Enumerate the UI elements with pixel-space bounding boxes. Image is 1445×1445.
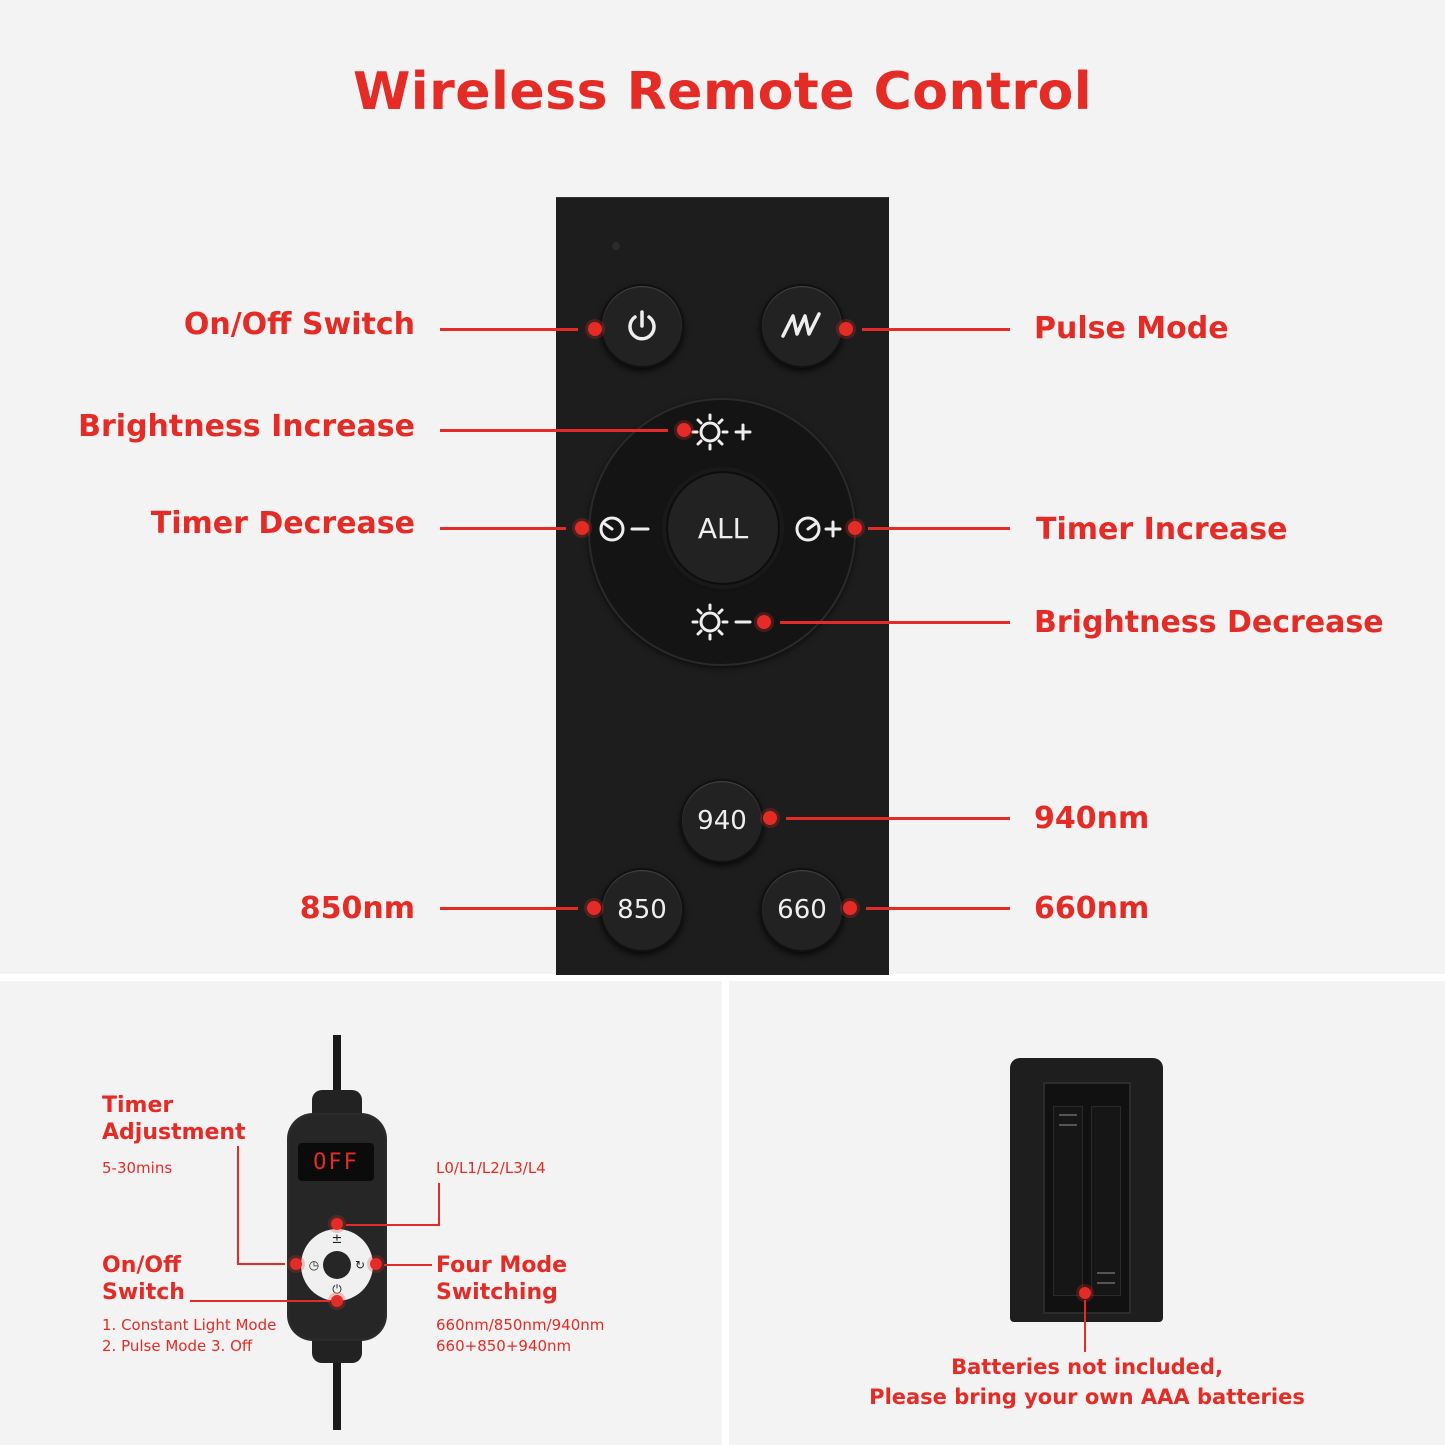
sun-minus-icon (691, 603, 752, 641)
dot-power-button (331, 1295, 343, 1307)
battery-note-2: Please bring your own AAA batteries (869, 1385, 1305, 1409)
dot-850nm (587, 901, 601, 915)
controller-level-button[interactable]: ± (331, 1232, 343, 1247)
power-button[interactable] (600, 284, 684, 368)
battery-slot-right (1091, 1106, 1121, 1296)
dot-brightness-decrease (757, 615, 771, 629)
leader-timer-increase (868, 527, 1010, 530)
leader-brightness-increase (440, 429, 668, 432)
brightness-increase-button[interactable] (690, 410, 760, 454)
dot-940nm (763, 811, 777, 825)
dot-660nm (843, 901, 857, 915)
leader-mode-h (384, 1264, 432, 1266)
leader-brightness-decrease (780, 621, 1010, 624)
mode-desc-1: 660nm/850nm/940nm (436, 1316, 605, 1334)
button-660[interactable]: 660 (760, 868, 844, 952)
onoff-switch-title: On/Off Switch (102, 1253, 185, 1305)
levels-text: L0/L1/L2/L3/L4 (436, 1159, 546, 1177)
dot-timer-button (290, 1258, 302, 1270)
dot-level-button (331, 1218, 343, 1230)
label-pulse-mode: Pulse Mode (1034, 311, 1229, 346)
mode-desc-2: 660+850+940nm (436, 1337, 572, 1355)
onoff-desc-2: 2. Pulse Mode 3. Off (102, 1337, 253, 1355)
leader-levels-h (346, 1224, 440, 1226)
ir-sensor (612, 242, 620, 250)
dot-timer-decrease (575, 521, 589, 535)
button-940[interactable]: 940 (680, 779, 764, 863)
battery-bay (1043, 1082, 1131, 1314)
brightness-decrease-button[interactable] (690, 600, 760, 644)
label-brightness-increase: Brightness Increase (78, 409, 415, 444)
dot-on-off (588, 322, 602, 336)
onoff-desc-1: 1. Constant Light Mode (102, 1316, 277, 1334)
controller-cable-bottom (333, 1350, 341, 1430)
leader-timer-h (237, 1263, 285, 1265)
controller-display: OFF (298, 1143, 374, 1181)
dot-timer-increase (848, 521, 862, 535)
timer-range: 5-30mins (102, 1159, 173, 1177)
battery-spring-bottom (1097, 1272, 1115, 1284)
timer-decrease-button[interactable] (596, 510, 656, 548)
dot-battery (1079, 1287, 1091, 1299)
label-on-off-switch: On/Off Switch (183, 307, 415, 342)
label-850nm: 850nm (299, 891, 415, 926)
label-660nm: 660nm (1034, 891, 1150, 926)
timer-minus-icon (599, 516, 650, 542)
timer-adjustment-title: Timer Adjustment (102, 1093, 246, 1145)
display-readout: OFF (313, 1149, 359, 1175)
battery-spring-top (1059, 1114, 1077, 1126)
label-timer-decrease: Timer Decrease (150, 506, 415, 541)
dot-pulse-mode (839, 322, 853, 336)
leader-660nm (866, 907, 1010, 910)
controller-cable-top (333, 1035, 341, 1105)
leader-pulse-mode (862, 328, 1010, 331)
pulse-icon (781, 312, 821, 338)
dot-mode-button (370, 1258, 382, 1270)
four-mode-title: Four Mode Switching (436, 1253, 568, 1305)
label-timer-increase: Timer Increase (1036, 512, 1288, 547)
leader-timer-v (237, 1146, 239, 1264)
leader-levels-v (438, 1183, 440, 1225)
leader-850nm (440, 907, 578, 910)
leader-timer-decrease (440, 527, 566, 530)
battery-slot-left (1053, 1106, 1083, 1296)
leader-onoff-h (190, 1300, 330, 1302)
all-button[interactable]: ALL (666, 471, 780, 585)
controller-power-button[interactable]: ⏻ (332, 1282, 342, 1296)
page-title: Wireless Remote Control (352, 62, 1093, 122)
leader-940nm (786, 817, 1010, 820)
battery-compartment (1010, 1058, 1163, 1322)
timer-plus-icon (795, 516, 842, 542)
label-brightness-decrease: Brightness Decrease (1034, 605, 1384, 640)
controller-mode-button[interactable]: ↻ (354, 1258, 366, 1272)
label-940nm: 940nm (1034, 801, 1150, 836)
controller-timer-button[interactable]: ◷ (308, 1258, 320, 1272)
power-icon (628, 310, 656, 341)
button-850[interactable]: 850 (600, 868, 684, 952)
dot-brightness-increase (677, 423, 691, 437)
leader-battery-v (1084, 1300, 1086, 1352)
controller-center-hub (323, 1251, 351, 1279)
sun-plus-icon (691, 413, 752, 451)
timer-increase-button[interactable] (792, 510, 852, 548)
leader-on-off (440, 328, 578, 331)
battery-note-1: Batteries not included, (951, 1355, 1223, 1379)
pulse-mode-button[interactable] (760, 284, 844, 368)
